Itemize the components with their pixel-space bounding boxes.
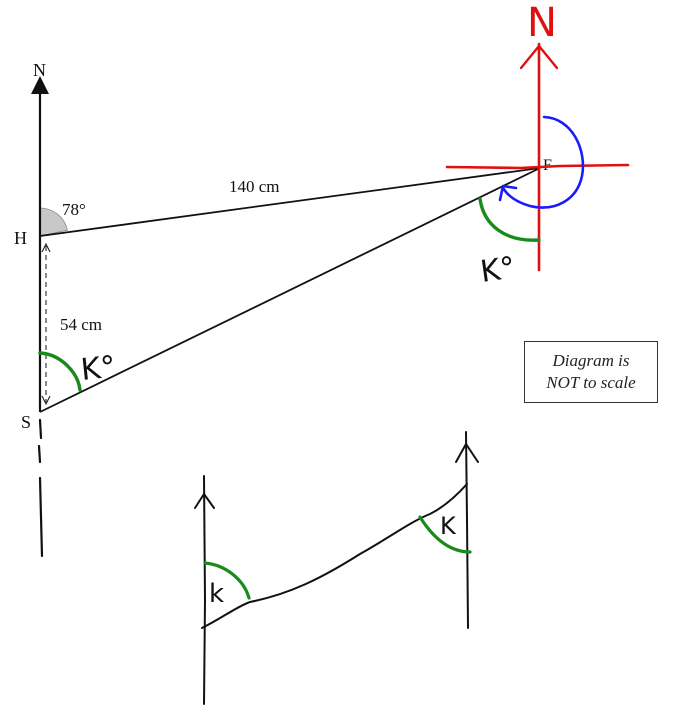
- note-line-1: Diagram is: [552, 351, 630, 370]
- blue-arc-arrowhead: [498, 184, 518, 202]
- line-sf: [39, 167, 541, 413]
- label-h: H: [14, 228, 27, 248]
- green-arc-s: [38, 351, 82, 392]
- sketch-connecting-line: [201, 483, 468, 629]
- not-to-scale-note: Diagram is NOT to scale: [524, 341, 658, 403]
- sketch-right-arrow: [455, 443, 479, 463]
- hand-k-lower-right: K: [440, 512, 457, 540]
- red-east-west-line: [445, 163, 630, 170]
- dashed-arrow-top: [41, 242, 51, 253]
- label-n: N: [33, 60, 46, 80]
- green-arc-f: [478, 197, 541, 242]
- hand-k-lower-left: k: [209, 579, 224, 609]
- label-angle-78: 78°: [62, 200, 86, 219]
- label-140cm: 140 cm: [229, 177, 280, 196]
- line-hf: [39, 167, 541, 237]
- sketch-left-vertical: [203, 475, 207, 705]
- hand-line-below-s: [37, 418, 44, 558]
- sketch-green-arc-left: [203, 561, 251, 600]
- hand-k-at-f: K°: [478, 250, 517, 289]
- hand-k-at-s: K°: [79, 350, 117, 388]
- sketch-right-vertical: [465, 431, 469, 629]
- blue-bearing-arc: [501, 115, 585, 209]
- hand-red-n: N: [527, 0, 557, 46]
- north-arrowhead: [31, 76, 49, 94]
- red-north-arrowhead: [519, 44, 559, 70]
- sketch-left-arrow: [194, 493, 215, 509]
- label-54cm: 54 cm: [60, 315, 102, 334]
- dashed-arrow-bottom: [41, 395, 51, 406]
- note-line-2: NOT to scale: [546, 373, 636, 392]
- label-s: S: [21, 412, 31, 432]
- sketch-green-arc-right: [418, 515, 472, 554]
